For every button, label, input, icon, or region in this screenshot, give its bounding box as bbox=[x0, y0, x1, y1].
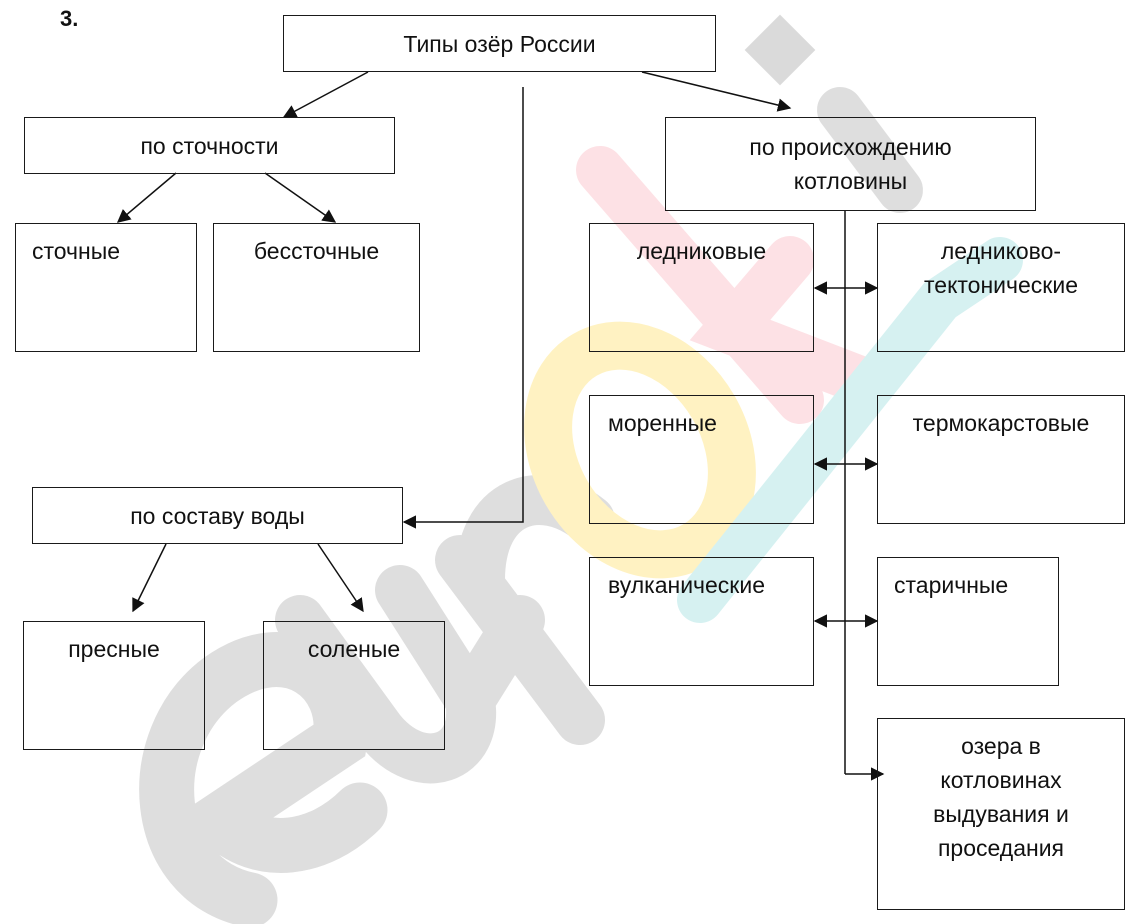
arrow-root-to-outflow bbox=[282, 71, 369, 118]
watermark-e bbox=[139, 632, 388, 924]
task-number: 3. bbox=[60, 6, 79, 31]
watermark-o bbox=[524, 321, 756, 579]
origin-category-box: по происхождению котловины bbox=[665, 117, 1036, 211]
origin-item-thermokarst: термокарстовые bbox=[877, 395, 1125, 524]
outflow-item-stochnye: сточные bbox=[15, 223, 197, 352]
water-item-solenye: соленые bbox=[263, 621, 445, 750]
arrow-root-to-origin bbox=[641, 71, 792, 112]
arrow-outflow-to-stochnye bbox=[116, 172, 177, 223]
origin-item-oxbow: старичные bbox=[877, 557, 1059, 686]
arrow-water-to-solenye bbox=[317, 543, 364, 613]
origin-item-glacial: ледниковые bbox=[589, 223, 814, 352]
watermark-i bbox=[817, 87, 923, 213]
outflow-category-box: по сточности bbox=[24, 117, 395, 174]
watermark-l bbox=[677, 237, 1023, 623]
arrow-root-to-water bbox=[402, 87, 524, 529]
watermark-k bbox=[576, 146, 884, 424]
origin-item-eolian-subsidence: озера в котловинах выдувания и проседани… bbox=[877, 718, 1125, 910]
origin-item-volcanic: вулканические bbox=[589, 557, 814, 686]
water-category-box: по составу воды bbox=[32, 487, 403, 544]
outflow-item-besstochnye: бессточные bbox=[213, 223, 420, 352]
origin-item-moraine: моренные bbox=[589, 395, 814, 524]
origin-item-glacio-tectonic: ледниково- тектонические bbox=[877, 223, 1125, 352]
water-item-presnye: пресные bbox=[23, 621, 205, 750]
arrow-water-to-presnye bbox=[132, 543, 167, 613]
arrow-outflow-to-besstochnye bbox=[264, 172, 337, 223]
root-box: Типы озёр России bbox=[283, 15, 716, 72]
